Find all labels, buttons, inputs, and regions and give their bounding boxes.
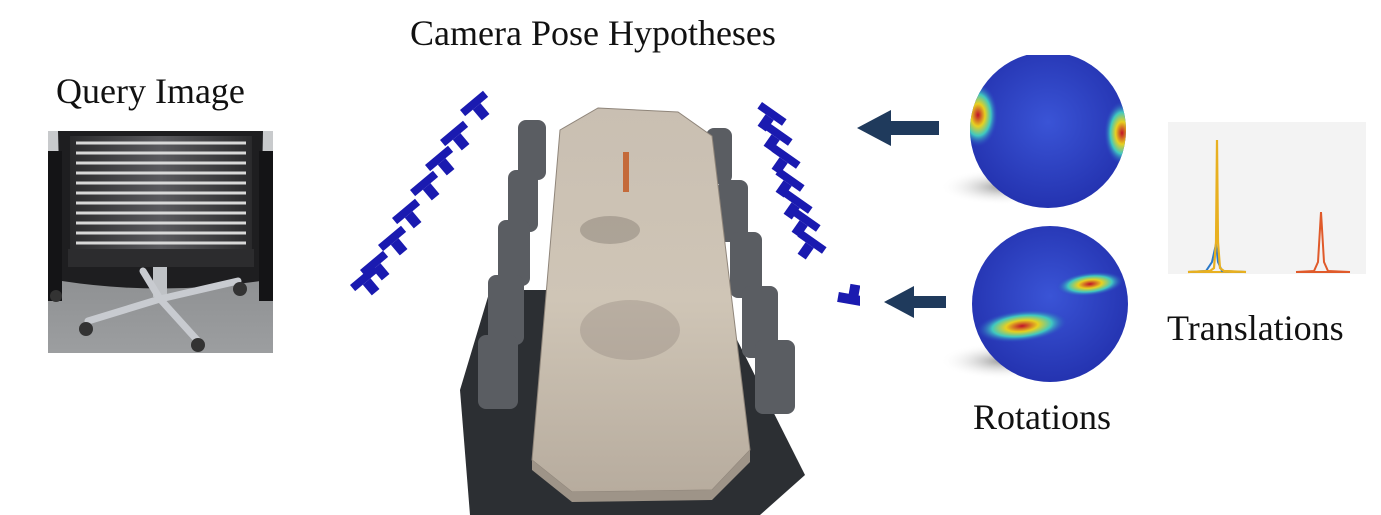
- query-image: [48, 131, 273, 353]
- arrow-left-icon: [882, 284, 952, 320]
- camera-pose-hypotheses-title: Camera Pose Hypotheses: [410, 13, 776, 53]
- arrow-left-icon: [855, 108, 945, 148]
- rotations-label: Rotations: [973, 397, 1112, 437]
- translation-distribution-plot: [1168, 122, 1366, 274]
- rotation-sphere-bottom: [930, 218, 1130, 393]
- rotation-sphere-top: [930, 55, 1130, 225]
- translations-label: Translations: [1167, 308, 1344, 348]
- query-image-title: Query Image: [56, 71, 245, 111]
- scene-reconstruction: [340, 90, 860, 515]
